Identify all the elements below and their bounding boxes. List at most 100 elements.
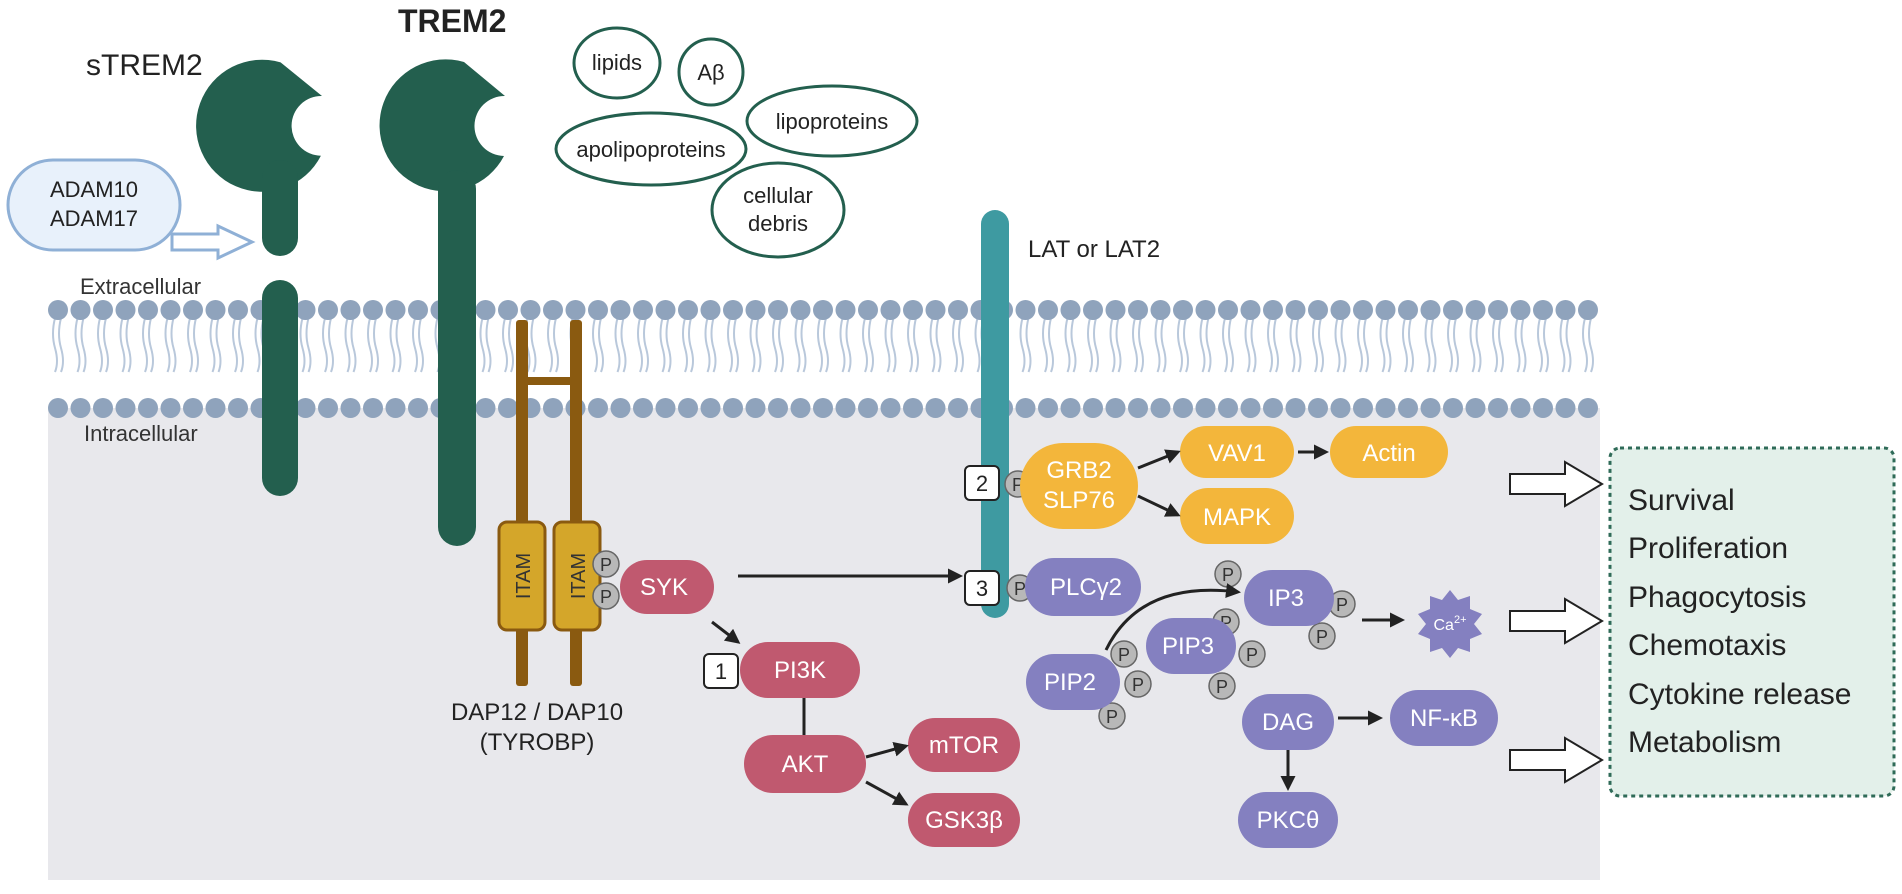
phosphate-group: P (1110, 640, 1138, 668)
calcium-label: Ca2+ (1434, 614, 1467, 634)
outcome-metabolism: Metabolism (1628, 726, 1781, 759)
ligands (554, 26, 919, 259)
akt-to-gsk3b-arrow (865, 780, 909, 806)
syk-node (620, 560, 714, 614)
pip2-node (1026, 654, 1120, 710)
phosphate-group: P (1238, 640, 1266, 668)
grb2-slp76-node (1020, 443, 1138, 529)
outcome-chemotaxis: Chemotaxis (1628, 629, 1786, 662)
pkc-label: PKCθ (1257, 807, 1320, 834)
actin-label: Actin (1362, 440, 1415, 467)
cleavage-arrow (170, 223, 256, 261)
plcg2-label: PLCγ2 (1050, 574, 1122, 601)
grb2-label: GRB2 (1046, 457, 1111, 484)
grb2-to-vav1-arrow (1137, 449, 1181, 470)
dap12-label-1: DAP12 / DAP10 (451, 699, 623, 726)
pi3k-node (740, 642, 860, 698)
apolipoproteins-text: apolipoproteins (576, 137, 725, 162)
cellular-debris-ligand (710, 161, 846, 259)
step-1-text: 1 (715, 659, 727, 684)
svg-text:P: P (1132, 675, 1144, 695)
pkc-node (1238, 792, 1338, 848)
syk-to-pi3k-arrow (711, 620, 741, 644)
phosphate-group: P (1124, 670, 1152, 698)
svg-text:P: P (600, 587, 612, 607)
trem2-receptor (379, 59, 505, 546)
outcome-proliferation: Proliferation (1628, 532, 1788, 565)
svg-text:P: P (600, 555, 612, 575)
adam-protease-box (6, 158, 182, 252)
abeta-text: Aβ (697, 60, 724, 85)
dag-label: DAG (1262, 709, 1314, 736)
dag-node (1242, 694, 1334, 750)
phosphate-group: P (592, 550, 620, 578)
outcome-arrow-1 (1509, 460, 1604, 508)
svg-text:P: P (1216, 677, 1228, 697)
ip3-node (1244, 570, 1334, 626)
outcome-arrow-3 (1509, 736, 1604, 784)
outcome-arrow-2 (1509, 597, 1604, 645)
itam-label-2: ITAM (568, 553, 590, 599)
syk-label: SYK (640, 574, 688, 601)
nfkb-node (1390, 690, 1498, 746)
gsk3b-node (908, 793, 1020, 847)
vav1-node (1180, 426, 1294, 478)
step-2-box (964, 465, 1000, 501)
apolipoproteins-ligand (554, 111, 748, 187)
phosphate-group: P (1214, 560, 1242, 588)
lipoproteins-ligand (745, 84, 919, 158)
vav1-label: VAV1 (1208, 440, 1266, 467)
slp76-label: SLP76 (1043, 487, 1115, 514)
svg-text:P: P (1246, 645, 1258, 665)
pip2-label: PIP2 (1044, 669, 1096, 696)
pip2-to-ip3-arrow (1104, 583, 1241, 651)
mapk-node (1180, 488, 1294, 544)
debris-text-1: cellular (743, 183, 813, 208)
svg-text:P: P (1222, 565, 1234, 585)
extracellular-label: Extracellular (80, 274, 201, 299)
pip3-node (1146, 618, 1236, 674)
strem2-label: sTREM2 (86, 49, 203, 82)
svg-text:P: P (1106, 707, 1118, 727)
akt-node (744, 735, 866, 793)
abeta-ligand (677, 37, 745, 107)
step-3-text: 3 (976, 576, 988, 601)
calcium-charge: 2+ (1454, 614, 1467, 626)
calcium-ion (1418, 590, 1482, 658)
phosphate-group: P (1208, 672, 1236, 700)
mtor-node (908, 718, 1020, 772)
strem2-receptor (196, 59, 322, 496)
outcome-cytokine-release: Cytokine release (1628, 678, 1851, 711)
pi3k-label: PI3K (774, 657, 826, 684)
akt-label: AKT (782, 751, 829, 778)
lipoproteins-text: lipoproteins (776, 109, 889, 134)
nfkb-label: NF-κB (1410, 705, 1478, 732)
calcium-symbol: Ca (1434, 617, 1455, 634)
adam10-label: ADAM10 (50, 177, 138, 202)
step-1-box (703, 653, 739, 689)
pathway-arrows (711, 444, 1405, 806)
lat-protein (981, 210, 1009, 618)
gsk3b-label: GSK3β (925, 807, 1003, 834)
plcg2-node (1025, 558, 1141, 616)
svg-text:P: P (1014, 579, 1026, 599)
debris-text-2: debris (748, 211, 808, 236)
adam17-label: ADAM17 (50, 206, 138, 231)
lat-label: LAT or LAT2 (1028, 236, 1160, 263)
ip3-label: IP3 (1268, 585, 1304, 612)
intracellular-label: Intracellular (84, 421, 198, 446)
mtor-label: mTOR (929, 732, 999, 759)
itam-label-1: ITAM (513, 553, 535, 599)
step-3-box (964, 570, 1000, 606)
step-markers (703, 465, 1000, 689)
phosphate-group: P (1308, 622, 1336, 650)
outcomes-box (1608, 446, 1896, 798)
pip3-label: PIP3 (1162, 633, 1214, 660)
actin-node (1330, 426, 1448, 478)
akt-to-mtor-arrow (865, 741, 909, 759)
outcome-survival: Survival (1628, 484, 1735, 517)
lipids-text: lipids (592, 50, 642, 75)
